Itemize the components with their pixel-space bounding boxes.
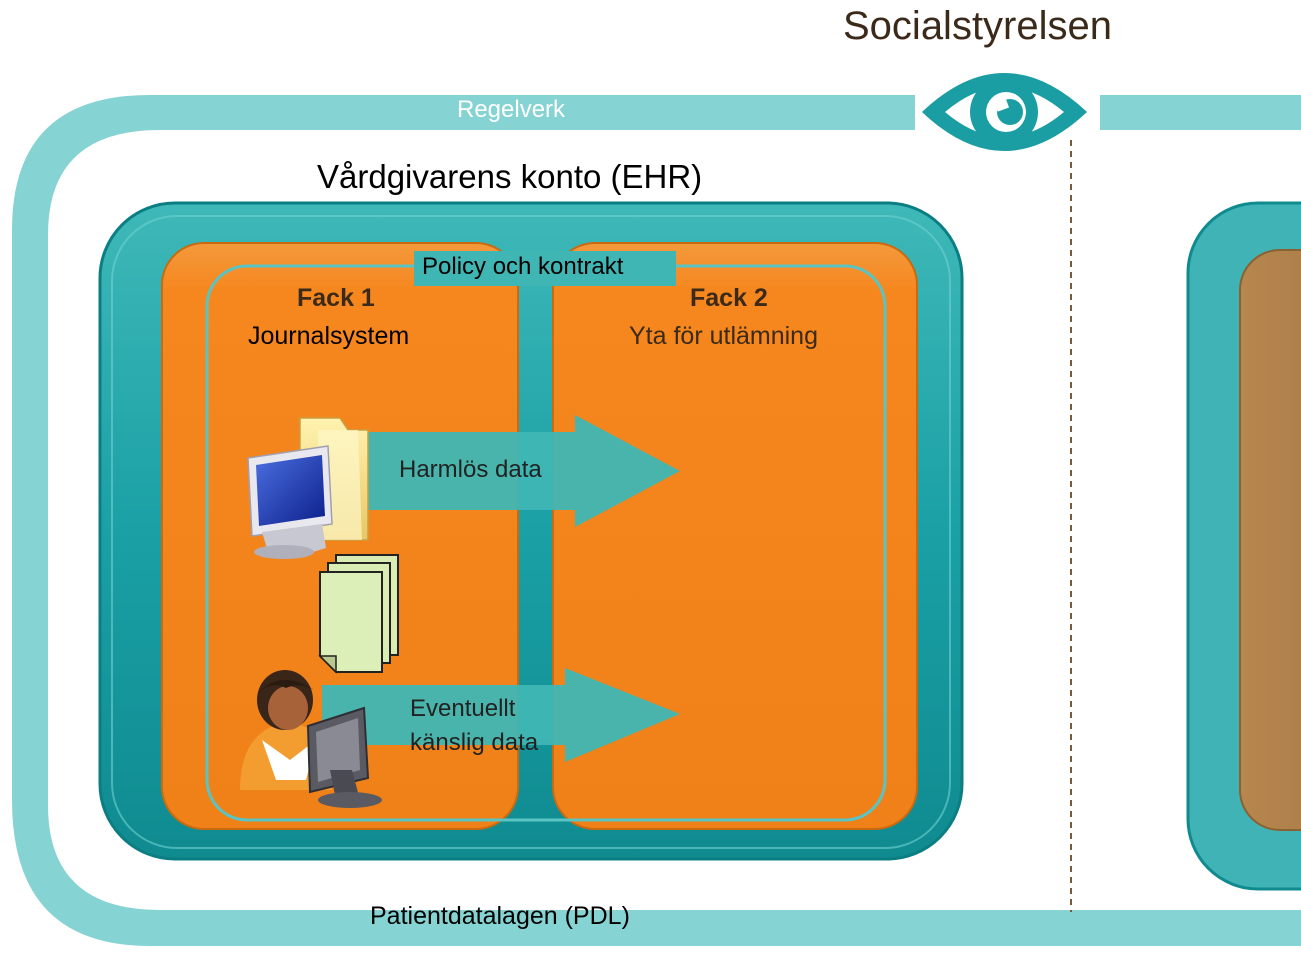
compartment-2-subtitle: Yta för utlämning — [629, 322, 818, 350]
computer-folder-icon — [247, 417, 369, 559]
arrow-harmless-data — [360, 415, 680, 527]
authority-title: Socialstyrelsen — [843, 4, 1113, 48]
compartment-2-box — [552, 242, 918, 830]
regelverk-label: Regelverk — [457, 96, 566, 123]
arrow-sensitive-data — [322, 668, 680, 762]
arrow-2-label-line2: känslig data — [410, 729, 539, 756]
policy-label-box — [414, 251, 676, 286]
eye-icon — [922, 73, 1087, 151]
arrow-2-label-line1: Eventuellt — [410, 695, 516, 722]
compartment-2-title: Fack 2 — [690, 284, 768, 312]
arrow-1-label: Harmlös data — [399, 456, 542, 483]
law-label: Patientdatalagen (PDL) — [370, 902, 630, 930]
compartment-1-subtitle: Journalsystem — [248, 322, 410, 350]
documents-icon — [318, 554, 399, 674]
compartment-1-title: Fack 1 — [297, 284, 375, 312]
account-title: Vårdgivarens konto (EHR) — [317, 158, 703, 195]
policy-label: Policy och kontrakt — [422, 253, 624, 280]
user-computer-icon — [240, 670, 382, 808]
